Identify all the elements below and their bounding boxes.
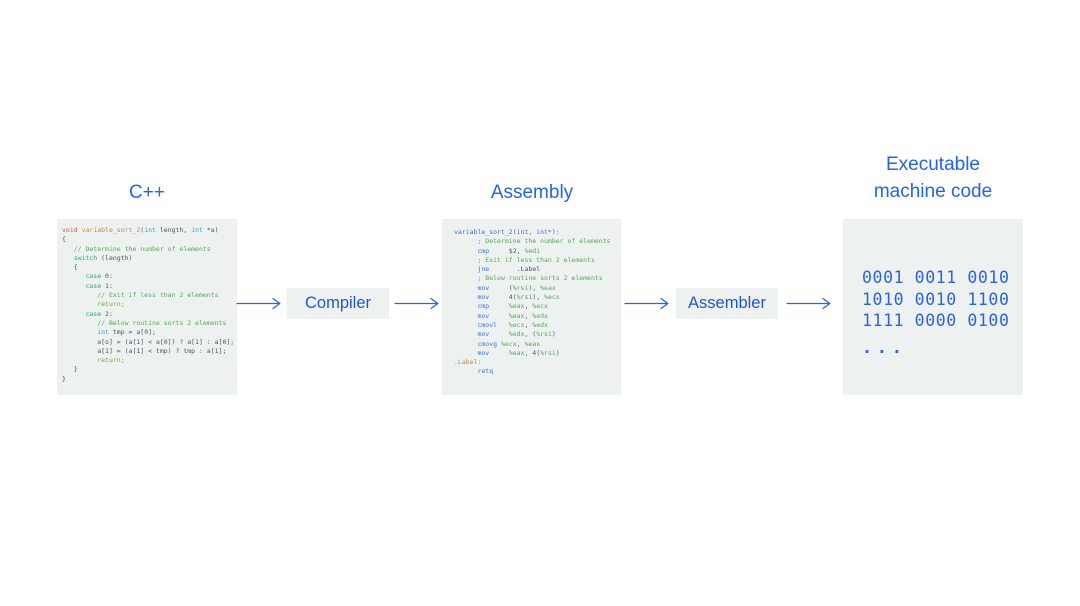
compiler-box: Compiler	[287, 288, 389, 319]
cpp-source-code: void variable_sort_2(int length, int *a)…	[62, 226, 235, 383]
compiler-label: Compiler	[304, 294, 372, 312]
assembly-source-code: variable_sort_2(int, int*): ; Determine …	[454, 228, 611, 376]
cpp-code-panel	[57, 219, 237, 395]
assembler-label: Assembler	[688, 294, 766, 312]
machine-code-panel	[843, 219, 1023, 395]
assembler-box: Assembler	[676, 288, 778, 319]
assembly-code-panel	[442, 219, 621, 395]
flow-arrow-icon	[394, 297, 439, 310]
flow-arrow-icon	[624, 297, 669, 310]
stage-label-machine-code: Executable machine code	[873, 154, 993, 202]
stage-label-assembly: Assembly	[490, 182, 574, 203]
flow-arrow-icon	[786, 297, 831, 310]
flow-arrow-icon	[236, 297, 281, 310]
stage-label-cpp: C++	[129, 182, 165, 203]
